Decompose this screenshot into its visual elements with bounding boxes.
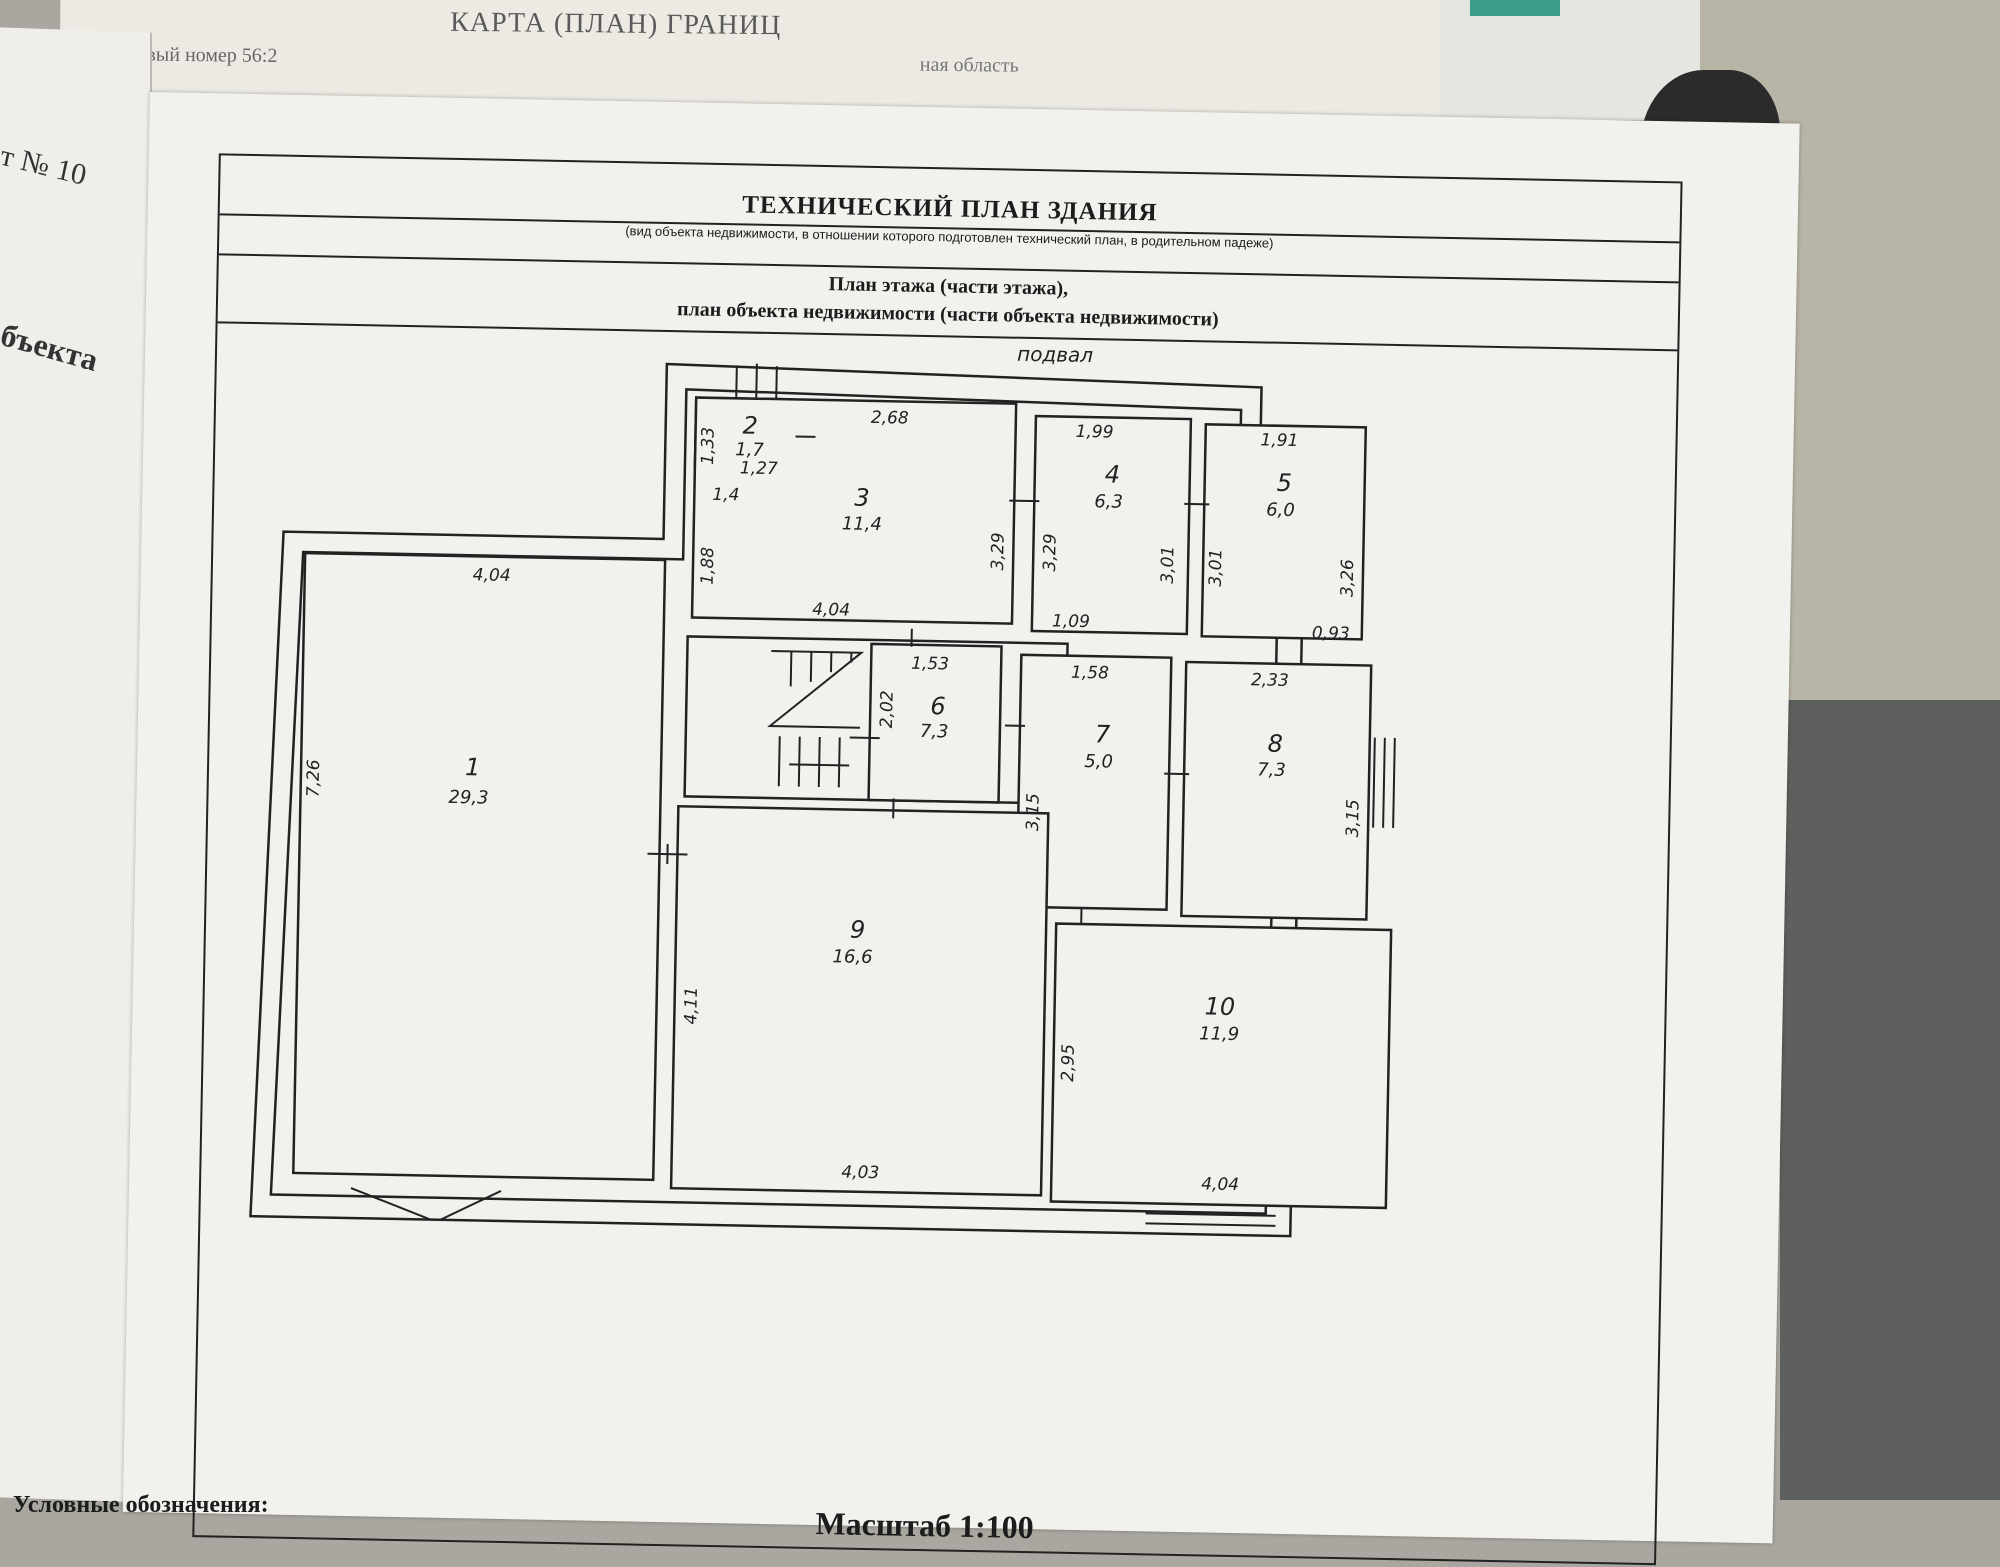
room-3-area: 11,4 bbox=[842, 513, 882, 535]
room-5-number: 5 bbox=[1276, 469, 1292, 497]
dim-label: 3,01 bbox=[1206, 549, 1227, 587]
scale-label: Масштаб 1:100 bbox=[194, 1493, 1654, 1558]
dim-label: 3,29 bbox=[1040, 533, 1061, 571]
room-7-area: 5,0 bbox=[1084, 751, 1113, 773]
dim-label: 1,09 bbox=[1052, 611, 1090, 632]
room-4-area: 6,3 bbox=[1094, 491, 1123, 513]
dim-label: 1,4 bbox=[712, 485, 739, 506]
legend-label: Условные обозначения: bbox=[13, 1492, 269, 1519]
room-1-outline bbox=[293, 553, 665, 1180]
room-10-outline bbox=[1051, 924, 1391, 1208]
dim-label: 3,15 bbox=[1343, 799, 1364, 837]
room-7-number: 7 bbox=[1095, 720, 1112, 748]
dim-label: 1,53 bbox=[911, 654, 949, 675]
room-5-area: 6,0 bbox=[1266, 500, 1295, 522]
dim-label: 1,27 bbox=[740, 458, 778, 479]
dim-label: 2,33 bbox=[1251, 670, 1289, 691]
dim-label: 0,93 bbox=[1312, 623, 1350, 644]
dim-label: 3,15 bbox=[1023, 793, 1044, 831]
dim-label: 7,26 bbox=[303, 759, 324, 797]
dim-label: 4,04 bbox=[812, 600, 850, 621]
dim-label: 2,02 bbox=[877, 690, 898, 728]
back-sheet-title: КАРТА (ПЛАН) ГРАНИЦ bbox=[450, 7, 781, 42]
dim-label: 1,33 bbox=[698, 427, 719, 465]
dim-label: 4,04 bbox=[473, 565, 511, 586]
room-9-number: 9 bbox=[850, 916, 866, 944]
room-8-outline bbox=[1181, 662, 1371, 920]
dim-label: 1,88 bbox=[698, 547, 719, 585]
room-4-outline bbox=[1032, 416, 1191, 634]
dim-label: 1,58 bbox=[1071, 663, 1109, 684]
room-3-number: 3 bbox=[854, 484, 870, 512]
dim-label: 3,29 bbox=[988, 532, 1009, 570]
room-8-area: 7,3 bbox=[1257, 759, 1286, 781]
room-6-number: 6 bbox=[930, 692, 946, 720]
room-10-area: 11,9 bbox=[1199, 1023, 1239, 1045]
room-8-number: 8 bbox=[1267, 730, 1283, 758]
room-9-outline bbox=[671, 806, 1048, 1195]
floor-plan: 1 29,3 2 1,7 3 11,4 4 6,3 5 6,0 6 7,3 7 … bbox=[195, 155, 1680, 1503]
dim-label: 1,99 bbox=[1075, 422, 1113, 443]
back-sheet-line: ная область bbox=[920, 54, 1019, 78]
room-10-number: 10 bbox=[1204, 992, 1235, 1021]
photo-scene: КАРТА (ПЛАН) ГРАНИЦ строковый номер 56:2… bbox=[0, 0, 2000, 1500]
room-1-area: 29,3 bbox=[448, 787, 488, 809]
room-6-area: 7,3 bbox=[920, 721, 949, 743]
document-frame: ТЕХНИЧЕСКИЙ ПЛАН ЗДАНИЯ (вид объекта нед… bbox=[192, 153, 1682, 1565]
room-2-number: 2 bbox=[742, 411, 758, 439]
document-page: ТЕХНИЧЕСКИЙ ПЛАН ЗДАНИЯ (вид объекта нед… bbox=[123, 92, 1800, 1543]
dim-label: 4,11 bbox=[681, 987, 702, 1025]
dim-label: 3,01 bbox=[1158, 546, 1179, 584]
left-book-text: т № 10 bbox=[0, 139, 89, 193]
dim-label: 4,03 bbox=[841, 1162, 879, 1183]
room-9-area: 16,6 bbox=[832, 946, 872, 968]
cloth-background bbox=[1780, 700, 2000, 1500]
room-1-number: 1 bbox=[465, 753, 481, 781]
dim-label: 2,95 bbox=[1058, 1044, 1079, 1082]
dim-label: 3,26 bbox=[1338, 559, 1359, 597]
room-5-outline bbox=[1202, 424, 1366, 639]
dim-label: 4,04 bbox=[1201, 1174, 1239, 1195]
floor-label: подвал bbox=[1017, 342, 1094, 367]
left-book-text: бъекта bbox=[0, 316, 102, 379]
green-tab bbox=[1470, 0, 1560, 16]
room-4-number: 4 bbox=[1105, 460, 1121, 488]
dim-label: 2,68 bbox=[871, 408, 909, 429]
dim-label: 1,91 bbox=[1260, 430, 1298, 451]
